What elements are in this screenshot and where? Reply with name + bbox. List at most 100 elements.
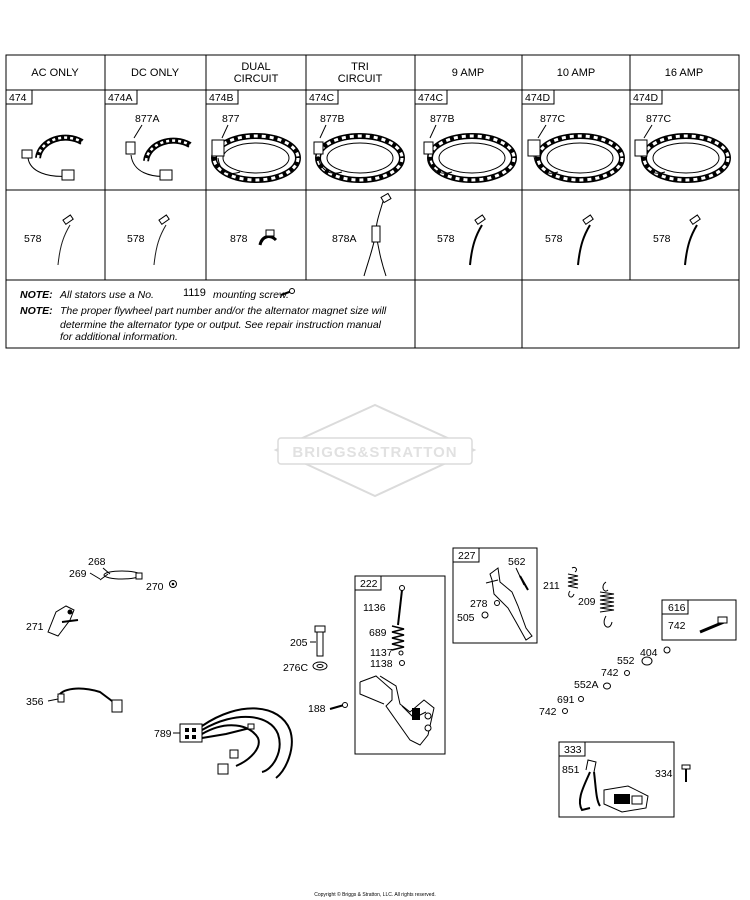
stator-ref-tags: 474 474A 474B 474C 474C 474D 474D <box>5 89 663 105</box>
wire-268-icon <box>89 567 143 581</box>
note-1-text2: mounting screw. <box>213 289 289 301</box>
spring-209-icon <box>599 581 615 628</box>
label-276c: 276C <box>283 662 309 674</box>
label-562: 562 <box>508 556 526 568</box>
briggs-stratton-watermark: BRIGGS&STRATTON <box>273 403 477 498</box>
tag-474a: 474A <box>108 92 133 104</box>
label-209: 209 <box>578 596 596 608</box>
stator-table: AC ONLY DC ONLY DUAL CIRCUIT TRI CIRCUIT… <box>5 54 740 349</box>
spring-211-icon <box>567 567 579 598</box>
label-188: 188 <box>308 703 326 715</box>
bushing-552-icon <box>641 656 653 666</box>
group-box-333: 333 851 <box>558 741 675 818</box>
label-211: 211 <box>543 580 560 592</box>
nut-270-icon <box>169 580 177 588</box>
column-header-10-amp: 10 AMP <box>557 67 596 79</box>
note-2-line1: The proper flywheel part number and/or t… <box>60 305 387 317</box>
spring-689-icon <box>391 625 405 651</box>
label-742-box: 742 <box>668 620 686 632</box>
tag-474c: 474C <box>309 92 335 104</box>
column-header-16-amp: 16 AMP <box>665 67 704 79</box>
label-205: 205 <box>290 637 308 649</box>
label-578-10amp: 578 <box>545 233 563 245</box>
label-877b-9amp: 877B <box>430 113 455 125</box>
label-268: 268 <box>88 556 106 568</box>
box-label-333: 333 <box>564 744 582 756</box>
sensor-578-10amp-icon <box>577 214 595 266</box>
label-578-16amp: 578 <box>653 233 671 245</box>
label-878: 878 <box>230 233 248 245</box>
pin-562-icon <box>515 567 529 591</box>
note-2-line3: for additional information. <box>60 331 178 343</box>
stator-tri-circuit-icon <box>313 124 402 180</box>
lever-icon <box>485 567 533 641</box>
tag-474d-10amp: 474D <box>525 92 551 104</box>
sensor-578-16amp-icon <box>684 214 702 266</box>
label-878a: 878A <box>332 233 357 245</box>
column-header-dual-line2: CIRCUIT <box>234 73 279 85</box>
label-1137: 1137 <box>370 647 393 659</box>
mounting-screw-icon <box>280 288 295 296</box>
label-789: 789 <box>154 728 172 740</box>
washer-742-low-icon <box>562 708 568 714</box>
stud-205-icon <box>310 625 326 657</box>
nut-1138-icon <box>399 660 405 666</box>
label-689: 689 <box>369 627 387 639</box>
column-header-dual-line1: DUAL <box>241 61 270 73</box>
screw-188-icon <box>329 702 348 710</box>
stator-9-amp-icon <box>423 124 514 180</box>
tag-474b: 474B <box>209 92 234 104</box>
note-2-line2: determine the alternator type or output.… <box>60 319 382 331</box>
tag-474d-16amp: 474D <box>633 92 659 104</box>
nut-278-icon <box>494 600 500 606</box>
label-877c-16amp: 877C <box>646 113 672 125</box>
note-1-number: 1119 <box>183 287 206 299</box>
label-877a: 877A <box>135 113 160 125</box>
column-header-9-amp: 9 AMP <box>452 67 484 79</box>
watermark-text: BRIGGS&STRATTON <box>292 444 457 461</box>
label-270: 270 <box>146 581 164 593</box>
wire-harness-789-icon <box>173 707 293 779</box>
screw-334-icon <box>681 764 691 782</box>
box-label-616: 616 <box>668 602 686 614</box>
label-552a: 552A <box>574 679 599 691</box>
wire-356-icon <box>47 687 123 713</box>
column-header-dc-only: DC ONLY <box>131 67 180 79</box>
sensor-578-9amp-icon <box>469 214 487 266</box>
ignition-armature-icon <box>578 759 649 813</box>
sensor-578-ac-icon <box>57 214 74 266</box>
group-box-227: 227 562 278 505 <box>452 547 538 644</box>
sensor-878-icon <box>258 229 278 246</box>
label-691: 691 <box>557 694 575 706</box>
shaft-icon <box>699 616 728 634</box>
sensor-878a-icon <box>363 192 392 277</box>
tag-474: 474 <box>9 92 27 104</box>
bushing-404-icon <box>663 646 671 654</box>
group-box-222: 222 1136 689 1137 1138 <box>354 575 446 755</box>
label-851: 851 <box>562 764 580 776</box>
label-505: 505 <box>457 612 475 624</box>
note-1-label: NOTE: <box>20 289 53 301</box>
label-877c-10amp: 877C <box>540 113 566 125</box>
washer-276c-icon <box>312 661 328 671</box>
group-box-616: 616 742 <box>661 599 737 641</box>
label-552: 552 <box>617 655 635 667</box>
box-label-227: 227 <box>458 550 476 562</box>
nut-505-icon <box>481 611 489 619</box>
column-header-tri-line2: CIRCUIT <box>338 73 383 85</box>
label-578-dc: 578 <box>127 233 145 245</box>
label-742-mid: 742 <box>601 667 619 679</box>
copyright-text: Copyright © Briggs & Stratton, LLC. All … <box>314 891 436 898</box>
column-header-tri-line1: TRI <box>351 61 369 73</box>
bracket-271-icon <box>47 605 79 637</box>
note-2-label: NOTE: <box>20 305 53 317</box>
stator-dc-only-icon <box>125 124 190 181</box>
note-1-text: All stators use a No. <box>59 289 154 301</box>
stator-dual-circuit-icon <box>212 124 298 180</box>
label-278: 278 <box>470 598 488 610</box>
label-269: 269 <box>69 568 87 580</box>
column-header-ac-only: AC ONLY <box>31 67 79 79</box>
washer-691-icon <box>578 696 584 702</box>
label-877: 877 <box>222 113 240 125</box>
